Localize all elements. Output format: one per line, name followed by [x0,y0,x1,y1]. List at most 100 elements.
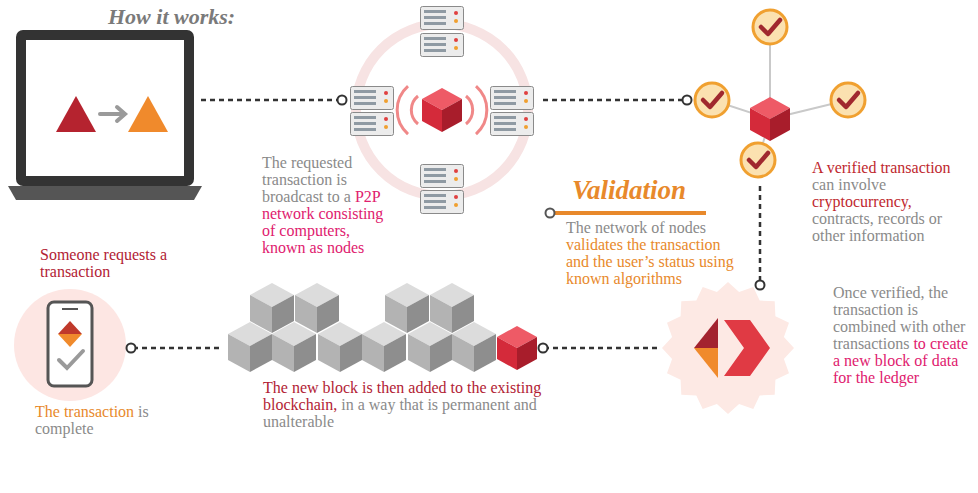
caption-word: to [909,335,925,352]
caption-word: verified [823,159,877,176]
caption-word: a [354,396,365,413]
caption-word: and [510,396,537,413]
validation-leader [546,209,707,218]
stage-node: The requested transaction is broadcast t… [345,12,540,217]
caption-word: computers, [275,222,350,239]
phone-icon [14,289,126,401]
caption-word: Once [833,284,867,301]
caption-word: The [566,219,591,236]
caption-word: network [591,219,647,236]
caption-word: that [395,396,423,413]
caption-word: and [566,253,589,270]
caption-word: known [566,270,610,287]
caption-word: algorithms [610,270,682,287]
caption-word: a [156,246,167,263]
caption-word: other [929,318,966,335]
caption-word: permanent [438,396,510,413]
caption-word: of [910,352,927,369]
stage-node: A verified transaction can involve crypt… [690,3,870,183]
caption-word: create [926,335,968,352]
stage-node: Someone requests a transaction [12,28,198,238]
caption-word: validates [566,236,623,253]
caption-word: consisting [314,205,383,222]
caption-word: is [903,301,918,318]
caption-word: Validation [572,175,686,205]
stage-node: The transaction is complete [12,287,128,403]
stage-heading: Validation [572,176,686,206]
caption-word: with [896,318,928,335]
caption-word: transactions [833,335,909,352]
caption-word: to [323,188,339,205]
caption-word: ledger [875,369,919,386]
caption-word: added [404,379,446,396]
caption-word: is [332,171,347,188]
caption-word: data [928,352,959,369]
caption-word: can [812,176,834,193]
caption-word: to [447,379,463,396]
caption-word: transaction [876,159,950,176]
caption-word: of [262,222,275,239]
new-block-burst [662,282,794,414]
stage-caption: Someone requests a transaction [40,247,200,281]
caption-word: other [812,227,845,244]
caption-word: blockchain, [263,396,337,413]
caption-word: network [262,205,314,222]
caption-word: requested [287,154,352,171]
caption-word: is [358,379,373,396]
caption-word: or [925,210,942,227]
caption-word: status [655,253,695,270]
caption-word: the [589,253,613,270]
caption-word: A [812,159,823,176]
caption-word: using [695,253,734,270]
dashed-connector [131,347,219,350]
laptop-icon [8,30,202,200]
caption-word: block [319,379,359,396]
caption-word: then [373,379,405,396]
stage-caption: The requested transaction is broadcast t… [262,155,392,257]
caption-word: way [365,396,396,413]
caption-word: new [288,379,319,396]
stage-caption: The new block is then added to the exist… [263,380,563,431]
caption-word: a [340,188,351,205]
caption-word: of [647,219,664,236]
caption-word: contracts, [812,210,874,227]
caption-word: is [423,396,438,413]
caption-word: complete [35,420,94,437]
caption-word: transaction [833,301,903,318]
caption-word: the [852,369,876,386]
caption-word: information [845,227,925,244]
dashed-connector [543,99,687,102]
caption-word: nodes [665,219,706,236]
caption-word: combined [833,318,896,335]
stage-caption: Once verified, the transaction is combin… [833,285,971,387]
caption-word: is [134,403,149,420]
caption-word: user’s [613,253,655,270]
verified-cluster [695,10,865,177]
caption-word: a [833,352,840,369]
caption-word: for [833,369,852,386]
caption-word: the [623,236,647,253]
caption-word: verified, [867,284,925,301]
caption-word: The [262,154,287,171]
stage-caption: A verified transaction can involve crypt… [812,160,972,245]
caption-word: existing [487,379,542,396]
caption-word: transaction [646,236,720,253]
caption-word: Someone [40,246,100,263]
dashed-connector [201,99,342,102]
caption-word: new [840,352,871,369]
caption-word: in [337,396,353,413]
caption-word: cryptocurrency, [812,193,912,210]
caption-word: broadcast [262,188,323,205]
caption-word: P2P [351,188,380,205]
caption-word: known [262,239,306,256]
network-illustration [351,7,534,214]
caption-word: requests [100,246,156,263]
blockchain-cubes [228,283,537,372]
caption-word: transaction [60,403,134,420]
caption-word: involve [834,176,886,193]
caption-word: the [925,284,949,301]
caption-word: the [463,379,487,396]
title: How it works: [108,4,235,30]
caption-word: The [263,379,288,396]
caption-word: records [874,210,925,227]
